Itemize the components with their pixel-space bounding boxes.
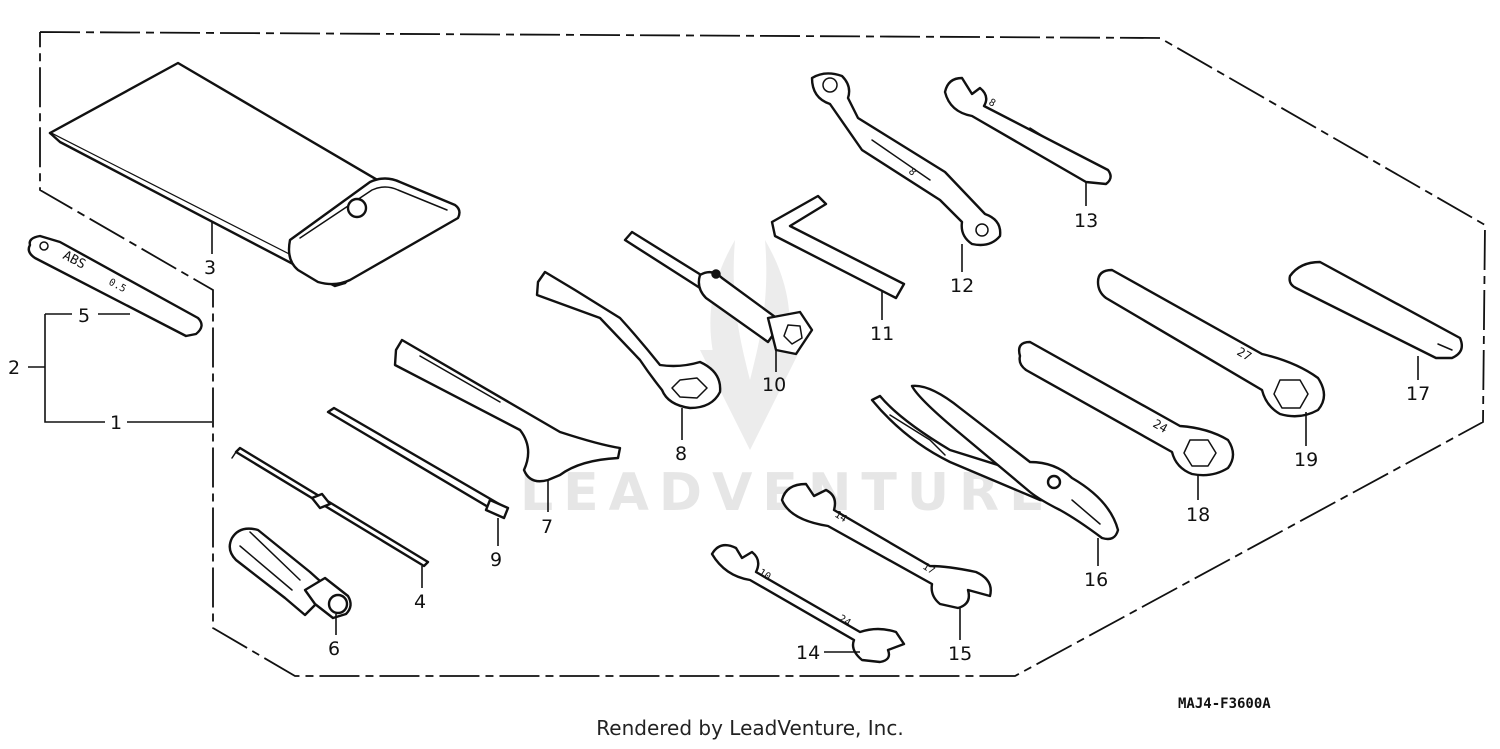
- wrench-15-size-a: 14: [832, 509, 848, 525]
- callout-10: 10: [762, 374, 786, 396]
- ring-wrench-24: 24: [1017, 340, 1235, 477]
- footer-credit: Rendered by LeadVenture, Inc.: [596, 716, 904, 740]
- open-end-wrench-small: 8: [943, 76, 1112, 186]
- callout-5: 5: [78, 305, 90, 327]
- callout-7: 7: [541, 516, 553, 538]
- callout-14: 14: [796, 642, 820, 664]
- hex-key: [770, 194, 906, 300]
- ring-wrench-27: 27: [1096, 268, 1326, 418]
- screwdriver-handle: [228, 527, 352, 620]
- callout-18: 18: [1186, 504, 1210, 526]
- grip-sleeve: [1288, 260, 1463, 360]
- offset-ring-wrench: [535, 270, 722, 410]
- double-open-wrench-large: 14 17: [780, 482, 992, 610]
- watermark-text: LEADVENTURE: [520, 463, 1055, 523]
- callout-6: 6: [328, 638, 340, 660]
- pliers: [870, 384, 1120, 541]
- callout-4: 4: [414, 591, 426, 613]
- tool-bag: [48, 61, 461, 288]
- callout-11: 11: [870, 323, 894, 345]
- callout-3: 3: [204, 257, 216, 279]
- diagram-code: MAJ4-F3600A: [1178, 696, 1271, 712]
- callout-8: 8: [675, 443, 687, 465]
- wrench-14-size-a: 10: [756, 567, 772, 583]
- callout-2: 2: [8, 357, 20, 379]
- callout-12: 12: [950, 275, 974, 297]
- wrench-13-size: 8: [987, 97, 998, 110]
- wrench-19-size: 27: [1235, 344, 1255, 363]
- kit-boundary: [39, 31, 1486, 677]
- screwdriver-bit: [231, 446, 430, 568]
- feeler-gauge: ABS 0.5: [27, 234, 203, 338]
- extension-bar: [326, 406, 510, 520]
- callout-16: 16: [1084, 569, 1108, 591]
- leader-lines: [28, 182, 1419, 653]
- callout-15: 15: [948, 643, 972, 665]
- callout-13: 13: [1074, 210, 1098, 232]
- double-open-wrench-small: 10 24: [710, 543, 906, 664]
- socket-wrench: [623, 230, 814, 356]
- callout-9: 9: [490, 549, 502, 571]
- callout-19: 19: [1294, 449, 1318, 471]
- pin-spanner: [393, 338, 622, 483]
- wrench-15-size-b: 17: [920, 561, 936, 577]
- wrench-18-size: 24: [1151, 416, 1171, 435]
- wrench-14-size-b: 24: [836, 613, 852, 629]
- box-wrench: 8: [810, 72, 1002, 247]
- callout-1: 1: [110, 412, 122, 434]
- callout-17: 17: [1406, 383, 1430, 405]
